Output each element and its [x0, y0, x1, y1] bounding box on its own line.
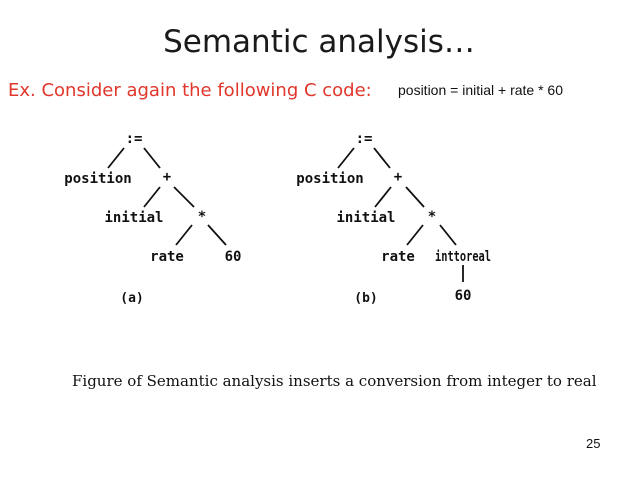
node-plus: + — [394, 169, 402, 185]
node-position: position — [296, 171, 363, 187]
node-assign: := — [356, 131, 373, 147]
slide-title: Semantic analysis… — [163, 24, 475, 60]
page-number: 25 — [586, 436, 601, 451]
edge-times-inttoreal — [439, 224, 457, 246]
edge-plus-times — [405, 186, 425, 208]
node-sixty: 60 — [225, 249, 242, 265]
node-assign: := — [126, 131, 143, 147]
tree-b: := position + initial * rate inttoreal 6… — [296, 131, 491, 306]
node-sixty: 60 — [455, 288, 472, 304]
node-inttoreal: inttoreal — [435, 249, 491, 265]
edge-assign-plus — [143, 147, 161, 169]
node-times: * — [198, 209, 206, 225]
edge-plus-times — [173, 186, 195, 208]
tree-a-label: (a) — [120, 291, 143, 306]
node-times: * — [428, 209, 436, 225]
edge-times-rate — [406, 224, 424, 246]
edge-assign-plus — [373, 147, 391, 169]
code-statement: position = initial + rate * 60 — [398, 82, 563, 98]
edge-times-rate — [175, 224, 193, 246]
tree-a: := position + initial * rate 60 (a) — [64, 131, 241, 306]
figure-caption: Figure of Semantic analysis inserts a co… — [72, 372, 597, 390]
node-plus: + — [163, 169, 171, 185]
tree-b-label: (b) — [354, 291, 377, 306]
edge-assign-position — [337, 147, 355, 169]
edge-assign-position — [107, 147, 125, 169]
edge-times-sixty — [207, 224, 227, 246]
node-rate: rate — [381, 249, 415, 265]
slide-subtitle: Ex. Consider again the following C code: — [8, 80, 372, 101]
edge-plus-initial — [374, 186, 392, 208]
node-rate: rate — [150, 249, 184, 265]
node-initial: initial — [336, 210, 395, 226]
node-position: position — [64, 171, 131, 187]
edge-plus-initial — [143, 186, 161, 208]
node-initial: initial — [104, 210, 163, 226]
